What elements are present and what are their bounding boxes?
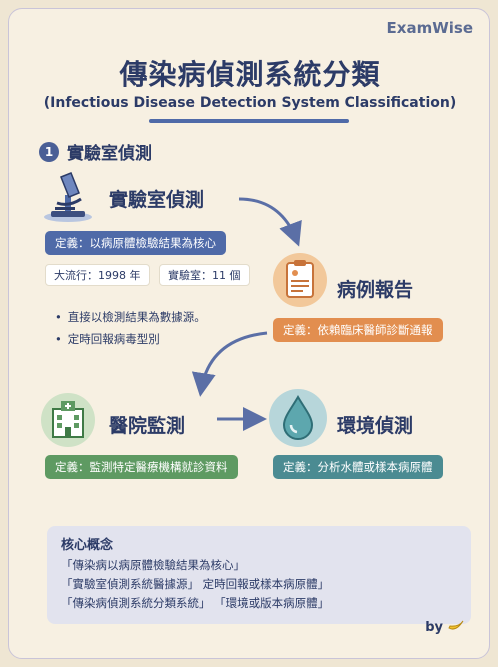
page-subtitle: (Infectious Disease Detection System Cla… <box>43 95 457 111</box>
microscope-icon <box>39 167 97 229</box>
lab-title: 實驗室偵測 <box>109 189 205 211</box>
byline: by <box>425 618 465 636</box>
lab-definition: 定義：以病原體檢驗結果為核心 <box>45 231 226 255</box>
concept-line: 「實驗室偵測系統醫據源」 定時回報或樣本病原體」 <box>61 577 330 591</box>
environment-definition: 定義：分析水體或樣本病原體 <box>273 455 443 479</box>
concept-line: 「傳染病以病原體檢驗結果為核心」 <box>61 558 245 572</box>
concept-line: 「傳染病偵測系統分類系統」 「環境或版本病原體」 <box>61 596 330 610</box>
case-title: 病例報告 <box>337 279 414 301</box>
environment-title: 環境偵測 <box>337 415 414 437</box>
flow-arrows <box>191 197 302 431</box>
arrow-case-to-hospital <box>191 331 268 397</box>
lab-bullet-list: 直接以檢測結果為數據源。 定時回報病毒型別 <box>55 306 206 350</box>
byline-text: by <box>425 619 443 635</box>
title-underline <box>149 119 349 123</box>
page-title: 傳染病偵測系統分類 <box>119 58 381 91</box>
hospital-definition: 定義：監測特定醫療機構就診資料 <box>45 455 238 479</box>
hospital-title: 醫院監測 <box>109 415 186 437</box>
case-definition: 定義：依賴臨床醫師診斷通報 <box>273 318 443 342</box>
brand-logo: ExamWise <box>386 19 473 37</box>
concept-title: 核心概念 <box>61 538 114 553</box>
banana-icon <box>447 618 465 636</box>
water-drop-icon <box>267 387 329 453</box>
lab-stat-labs: 實驗室：11 個 <box>159 264 250 286</box>
arrow-lab-to-case <box>238 197 302 247</box>
section-number-badge: 1 <box>39 141 59 162</box>
infographic-card: ExamWise 傳染病偵測系統分類 (Infectious Disease D… <box>8 8 490 659</box>
section-title: 實驗室偵測 <box>67 144 152 164</box>
section-header: 1 實驗室偵測 <box>39 139 152 164</box>
core-concept-box: 核心概念 「傳染病以病原體檢驗結果為核心」 「實驗室偵測系統醫據源」 定時回報或… <box>47 526 471 624</box>
clipboard-icon <box>271 251 329 313</box>
hospital-icon <box>39 391 97 453</box>
lab-stat-year: 大流行：1998 年 <box>45 264 150 286</box>
list-item: 定時回報病毒型別 <box>55 328 206 350</box>
list-item: 直接以檢測結果為數據源。 <box>55 306 206 328</box>
